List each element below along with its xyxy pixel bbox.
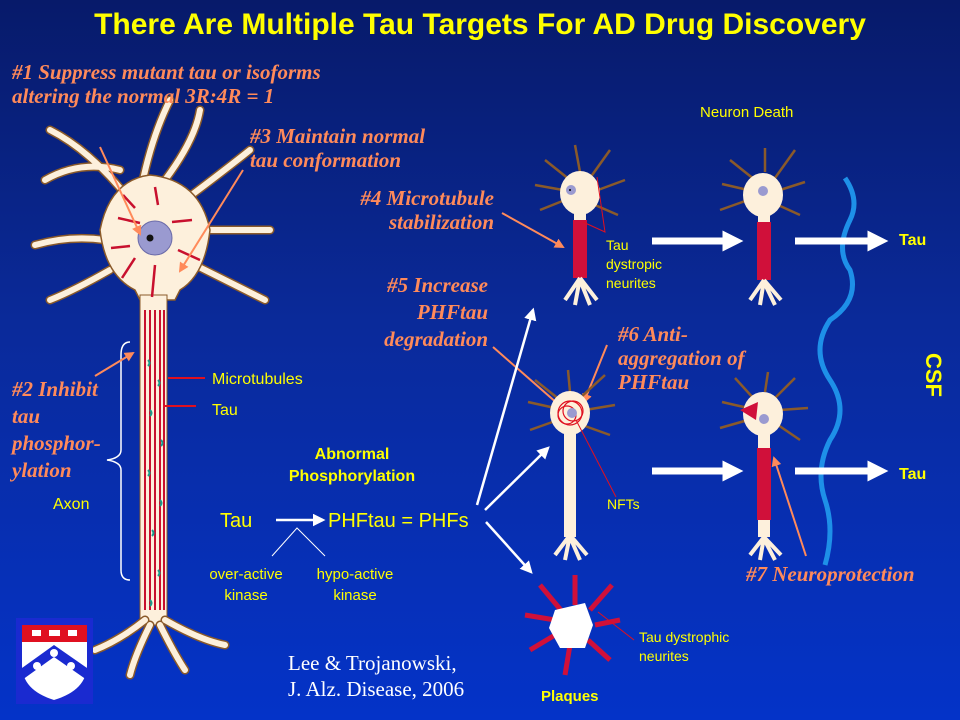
target-arrows [94, 146, 807, 557]
neuron-top-left [534, 144, 626, 306]
nfts-label: NFTs [607, 496, 640, 512]
axon-brace [106, 341, 131, 581]
neuron-neuroprotected [719, 371, 809, 561]
plaque-neurites-label: Tau dystrophic neurites [639, 628, 729, 666]
tau-proteins [147, 359, 164, 607]
citation-line-1: Lee & Trojanowski, [288, 651, 457, 675]
tau-release-top-label: Tau [899, 232, 927, 249]
pathway-phftau: PHFtau = PHFs [328, 510, 469, 532]
release-arrows [652, 230, 889, 482]
large-neuron [30, 95, 275, 680]
plaque [524, 575, 635, 676]
heading-line-2: Phosphorylation [288, 468, 416, 485]
abnormal-phosphorylation-heading: Abnormal Phosphorylation [262, 444, 442, 488]
target-4-line-2: stabilization [388, 210, 494, 234]
kinase-left-line-1: over-active [209, 566, 283, 583]
neuron-nft [527, 369, 617, 561]
microtubules-label: Microtubules [212, 371, 303, 388]
target-6-line-1: #6 Anti- [618, 322, 688, 346]
tau-release-bottom-label: Tau [899, 466, 927, 483]
target-2-line-4: ylation [12, 458, 72, 482]
target-6: #6 Anti- aggregation of PHFtau [618, 322, 745, 394]
dystropic-line-2: dystropic [606, 256, 663, 272]
dystropic-line-3: neurites [606, 275, 656, 291]
slide-title: There Are Multiple Tau Targets For AD Dr… [94, 8, 866, 41]
microtubule-stripes [144, 310, 165, 610]
target-6-line-2: aggregation of [618, 346, 745, 370]
pathway-arrows [271, 307, 550, 574]
citation-line-2: J. Alz. Disease, 2006 [288, 677, 465, 701]
neuron-top-right [719, 148, 806, 306]
csf-barrier [817, 176, 857, 566]
target-3: #3 Maintain normal tau conformation [250, 124, 425, 172]
csf-label: CSF [921, 353, 946, 397]
citation: Lee & Trojanowski, J. Alz. Disease, 2006 [288, 650, 464, 702]
target-4: #4 Microtubule stabilization [330, 186, 494, 234]
pathway-tau: Tau [220, 510, 253, 532]
target-7: #7 Neuroprotection [746, 562, 915, 586]
kinase-left-line-2: kinase [224, 587, 268, 604]
nucleus [137, 220, 173, 256]
target-3-line-2: tau conformation [250, 148, 402, 172]
target-5-line-2: PHFtau [416, 300, 488, 324]
tau-label: Tau [212, 402, 238, 419]
target-2-line-2: tau [12, 404, 41, 428]
target-2-line-3: phosphor- [12, 431, 101, 455]
target-1-line-2: altering the normal 3R:4R = 1 [12, 84, 275, 108]
kinase-right-line-2: kinase [333, 587, 377, 604]
kinase-right-line-1: hypo-active [316, 566, 394, 583]
axon-label: Axon [53, 496, 90, 513]
target-5-line-3: degradation [384, 327, 488, 351]
target-6-line-3: PHFtau [618, 370, 690, 394]
hypo-active-kinase-label: hypo-active kinase [305, 564, 405, 606]
plaques-label: Plaques [541, 688, 599, 705]
penn-shield-logo [16, 618, 93, 704]
target-5: #5 Increase PHFtau degradation [340, 272, 488, 353]
tau-dystropic-neurites-label: Tau dystropic neurites [606, 236, 662, 293]
heading-line-1: Abnormal [314, 446, 390, 463]
target-3-line-1: #3 Maintain normal [250, 124, 426, 148]
target-4-line-1: #4 Microtubule [360, 186, 494, 210]
dystropic-line-1: Tau [606, 237, 629, 253]
target-1: #1 Suppress mutant tau or isoforms alter… [12, 60, 321, 108]
plaque-neurites-line-2: neurites [639, 648, 689, 664]
neuron-death-label: Neuron Death [700, 104, 794, 121]
target-2: #2 Inhibit tau phosphor- ylation [12, 376, 101, 484]
target-5-line-1: #5 Increase [387, 273, 488, 297]
over-active-kinase-label: over-active kinase [196, 564, 296, 606]
plaque-neurites-line-1: Tau dystrophic [639, 629, 730, 645]
target-1-line-1: #1 Suppress mutant tau or isoforms [12, 60, 321, 84]
target-2-line-1: #2 Inhibit [12, 377, 98, 401]
